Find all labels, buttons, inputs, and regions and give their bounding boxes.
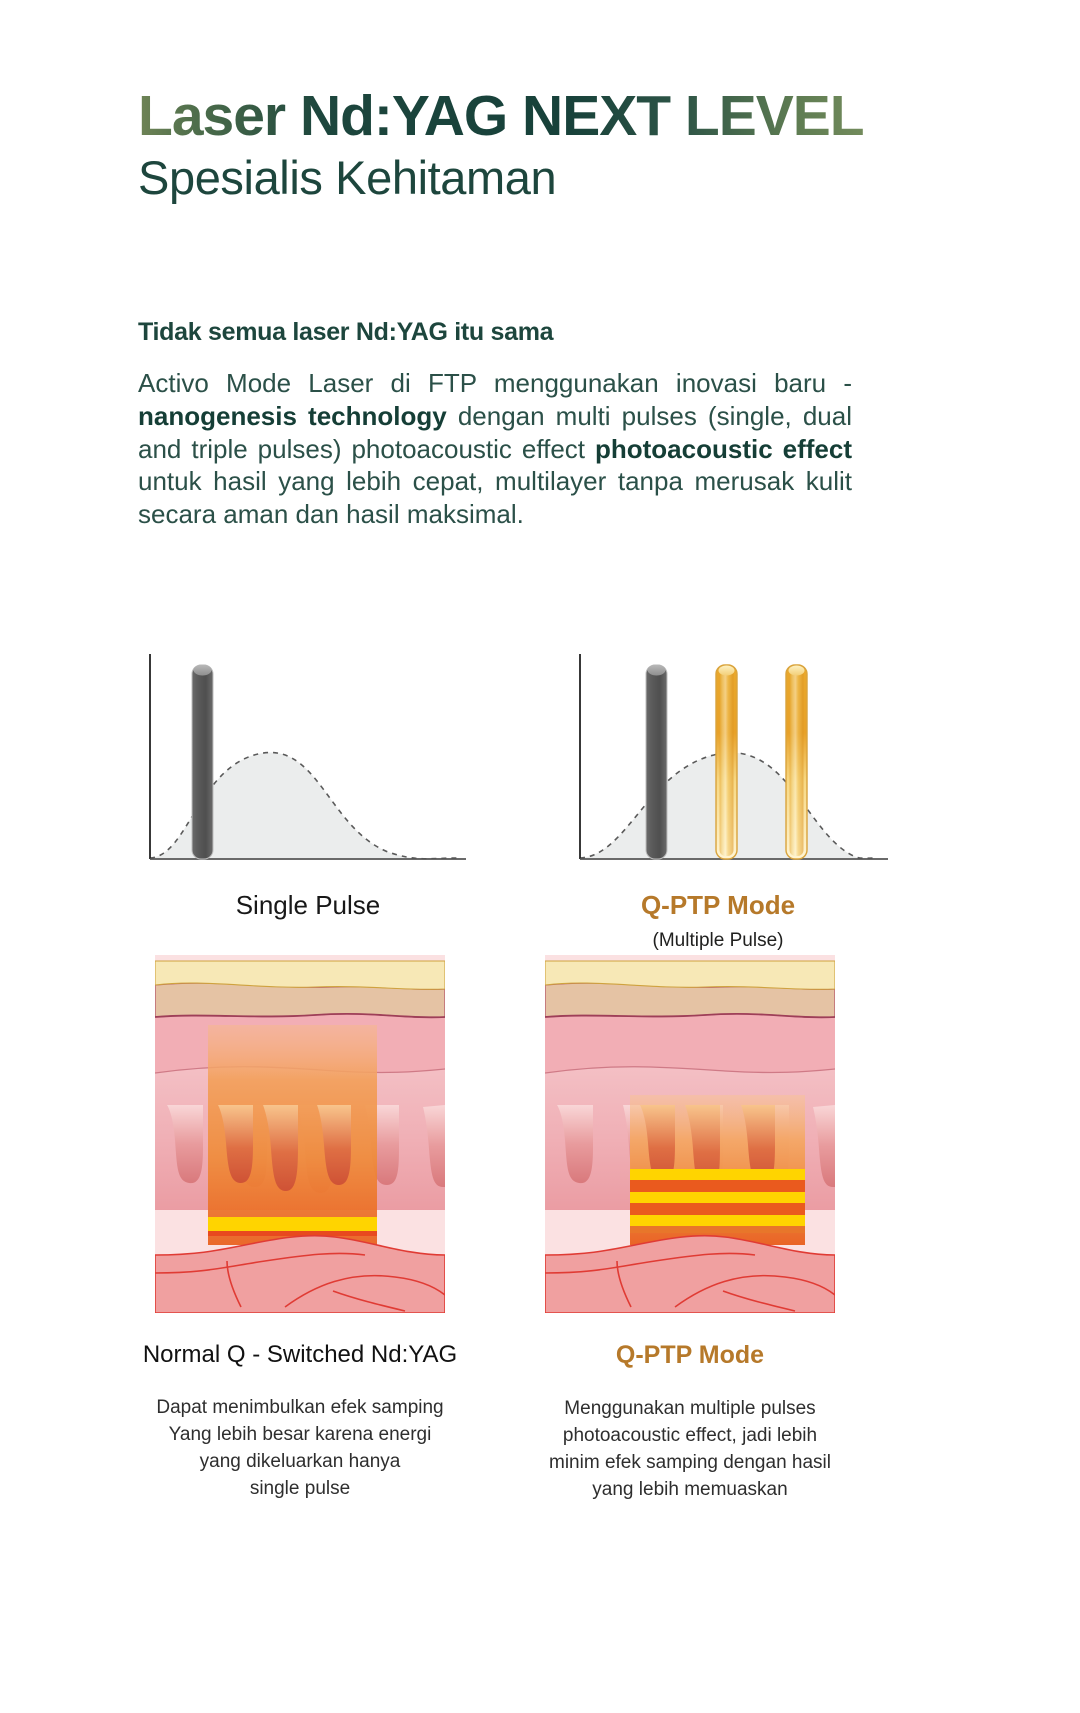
single-pulse-graph: [128, 648, 488, 870]
pulse-bar-2: [715, 664, 738, 860]
skin-panel-normal-q: Normal Q - Switched Nd:YAG Dapat menimbu…: [90, 955, 510, 1503]
qptp-caption-sublabel: (Multiple Pulse): [652, 930, 784, 951]
curve-outline: [579, 751, 875, 860]
absorption-stripes: [630, 1169, 805, 1233]
single-pulse-caption: Single Pulse: [98, 890, 518, 921]
skin-diagram-qptp: [545, 955, 835, 1313]
skin-label-qptp: Q-PTP Mode: [615, 1341, 765, 1369]
skin-svg-right: [545, 955, 835, 1313]
pulse-bar-3: [785, 664, 808, 860]
header: Laser Nd:YAG NEXT LEVEL Spesialis Kehita…: [138, 88, 958, 204]
page-title: Laser Nd:YAG NEXT LEVEL: [138, 88, 958, 145]
absorption-band: [208, 1217, 377, 1231]
heat-column: [630, 1095, 805, 1245]
qptp-pulse-graph: [538, 648, 898, 870]
skin-description-qptp: Menggunakan multiple pulses photoacousti…: [549, 1398, 831, 1500]
layer-subcutis: [545, 1234, 835, 1313]
single-pulse-caption-label: Single Pulse: [235, 890, 381, 920]
heat-column: [208, 1025, 377, 1245]
intro-heading: Tidak semua laser Nd:YAG itu sama: [138, 318, 554, 346]
pulse-bar-1: [645, 664, 668, 860]
skin-diagram-normal-q: [155, 955, 445, 1313]
pulse-bar-1: [191, 664, 214, 860]
skin-svg-left: [155, 955, 445, 1313]
single-pulse-svg: [149, 654, 466, 860]
layer-subcutis: [155, 1234, 445, 1313]
intro-paragraph: Activo Mode Laser di FTP menggunakan ino…: [138, 368, 853, 529]
intro-block: Tidak semua laser Nd:YAG itu sama Activo…: [138, 318, 852, 531]
layer-epidermis: [545, 960, 835, 990]
qptp-caption-label: Q-PTP Mode: [640, 890, 796, 920]
chart-panel-single-pulse: Single Pulse: [98, 648, 518, 921]
skin-panel-qptp: Q-PTP Mode Menggunakan multiple pulses p…: [480, 955, 900, 1504]
chart-panel-qptp: Q-PTP Mode (Multiple Pulse): [508, 648, 928, 952]
qptp-caption: Q-PTP Mode (Multiple Pulse): [508, 890, 928, 952]
pulse-charts: Single Pulse: [0, 648, 1080, 978]
skin-description-normal-q: Dapat menimbulkan efek samping Yang lebi…: [156, 1397, 444, 1499]
page-subtitle: Spesialis Kehitaman: [138, 151, 557, 204]
qptp-pulse-svg: [579, 654, 888, 860]
layer-epidermis: [155, 960, 445, 990]
curve-fill: [150, 752, 458, 859]
skin-label-normal-q: Normal Q - Switched Nd:YAG: [142, 1341, 458, 1368]
